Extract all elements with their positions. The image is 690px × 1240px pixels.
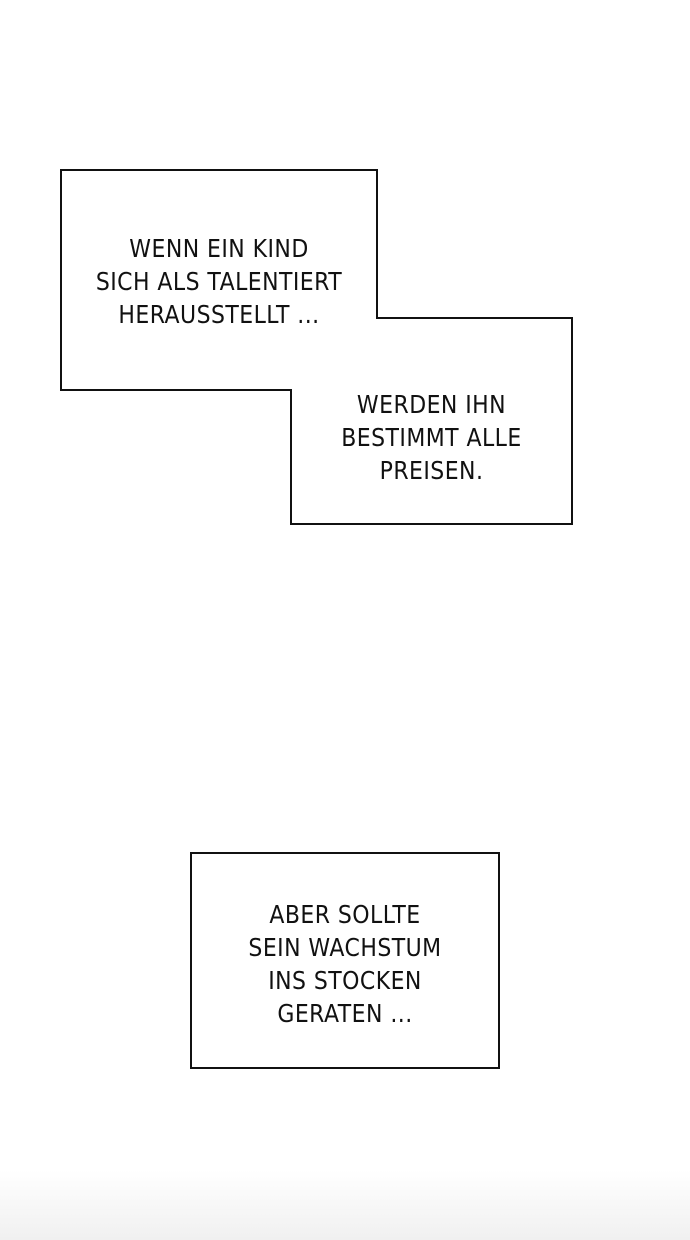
caption-text-2: WERDEN IHN BESTIMMT ALLE PREISEN. — [308, 388, 555, 487]
caption-line: WERDEN IHN — [356, 390, 507, 419]
caption-text-1: WENN EIN KIND SICH ALS TALENTIERT HERAUS… — [80, 232, 358, 331]
caption-line: SEIN WACHSTUM — [248, 933, 442, 962]
caption-line: ABER SOLLTE — [269, 900, 421, 929]
caption-line: PREISEN. — [379, 456, 484, 485]
bottom-fade — [0, 1170, 690, 1240]
caption-line: INS STOCKEN — [268, 966, 422, 995]
caption-line: GERATEN ... — [277, 999, 413, 1028]
caption-text-3: ABER SOLLTE SEIN WACHSTUM INS STOCKEN GE… — [209, 898, 480, 1030]
caption-line: WENN EIN KIND — [129, 234, 309, 263]
caption-line: SICH ALS TALENTIERT — [95, 267, 343, 296]
caption-line: BESTIMMT ALLE — [341, 423, 522, 452]
caption-line: HERAUSSTELLT ... — [118, 300, 320, 329]
